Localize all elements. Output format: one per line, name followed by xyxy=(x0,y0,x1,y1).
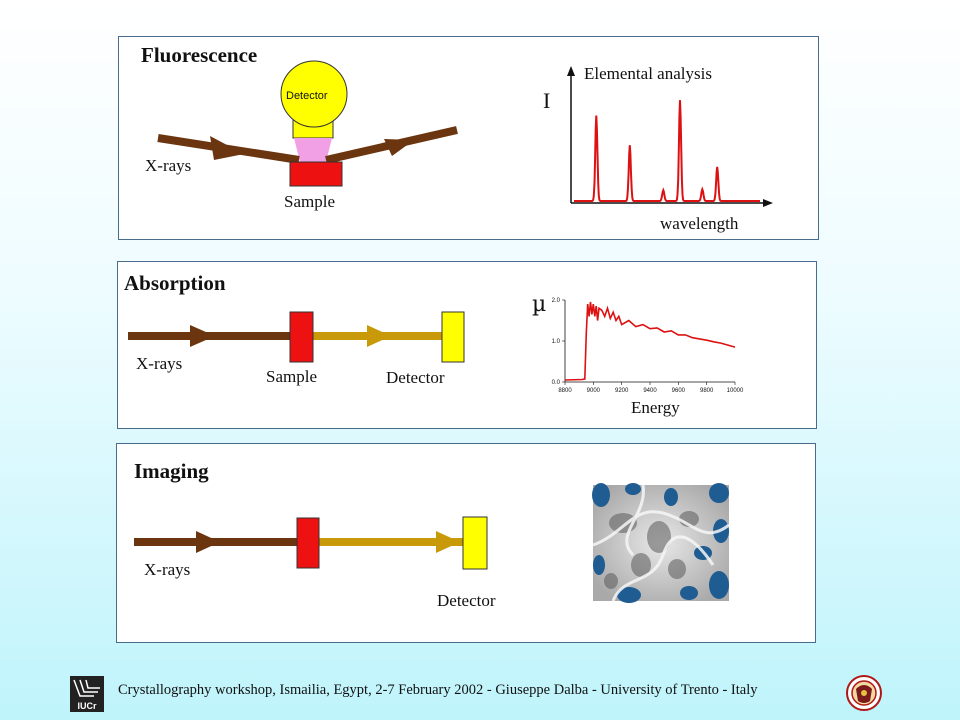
detector-label: Detector xyxy=(386,368,445,387)
fluorescence-panel xyxy=(118,36,819,240)
sample-block xyxy=(296,517,320,569)
iucr-logo: IUCr xyxy=(70,676,104,712)
sample-block xyxy=(289,311,314,363)
detector-block xyxy=(462,516,488,570)
y-axis-arrow xyxy=(567,66,575,76)
fluorescence-cone xyxy=(294,138,332,162)
sample-block xyxy=(289,161,343,187)
imaging-title: Imaging xyxy=(134,459,209,483)
y-axis-label: I xyxy=(543,88,551,113)
chart-title: Elemental analysis xyxy=(584,64,712,83)
fluorescence-spectrum xyxy=(574,100,760,202)
incident-arrowhead xyxy=(210,136,244,160)
footer-credit: Crystallography workshop, Ismailia, Egyp… xyxy=(118,682,758,698)
x-axis-arrow xyxy=(763,199,773,207)
transmitted-arrowhead xyxy=(436,531,460,553)
xrays-label: X-rays xyxy=(136,354,183,373)
x-tick-label: 9800 xyxy=(700,388,714,394)
x-tick-label: 9600 xyxy=(672,388,686,394)
x-tick-label: 8800 xyxy=(558,388,572,394)
x-tick-label: 10000 xyxy=(727,388,744,394)
detector-block xyxy=(441,311,465,363)
x-tick-label: 9200 xyxy=(615,388,629,394)
xrays-label: X-rays xyxy=(145,156,192,175)
incident-arrowhead xyxy=(190,325,215,347)
detector-label: Detector xyxy=(437,591,496,610)
sample-label: Sample xyxy=(284,192,335,211)
absorption-curve xyxy=(564,301,736,381)
mu-axis-label: µ xyxy=(532,292,547,317)
sample-label: Sample xyxy=(266,367,317,386)
fluorescence-title: Fluorescence xyxy=(141,43,258,67)
elemental-analysis-chart xyxy=(567,66,773,207)
y-tick-label: 0.0 xyxy=(552,380,561,386)
absorption-spectrum-chart: 8800 9000 9200 9400 9600 9800 10000 0.0 1.0 2.0 xyxy=(552,298,744,394)
energy-axis-label: Energy xyxy=(631,398,680,417)
detector-label: Detector xyxy=(286,90,328,102)
absorption-title: Absorption xyxy=(124,271,226,295)
y-tick-label: 2.0 xyxy=(552,298,561,304)
x-tick-label: 9400 xyxy=(643,388,657,394)
detector-head xyxy=(280,60,348,128)
xrays-label: X-rays xyxy=(144,560,191,579)
university-seal xyxy=(846,675,882,711)
iucr-logo-text: IUCr xyxy=(77,701,97,711)
x-axis-label: wavelength xyxy=(660,214,739,233)
x-tick-label: 9000 xyxy=(587,388,601,394)
absorption-panel xyxy=(117,261,817,429)
transmitted-arrowhead xyxy=(367,325,391,347)
y-tick-label: 1.0 xyxy=(552,339,561,345)
scattered-arrowhead xyxy=(384,139,414,156)
incident-arrowhead xyxy=(196,531,220,553)
tomography-image xyxy=(592,483,730,603)
